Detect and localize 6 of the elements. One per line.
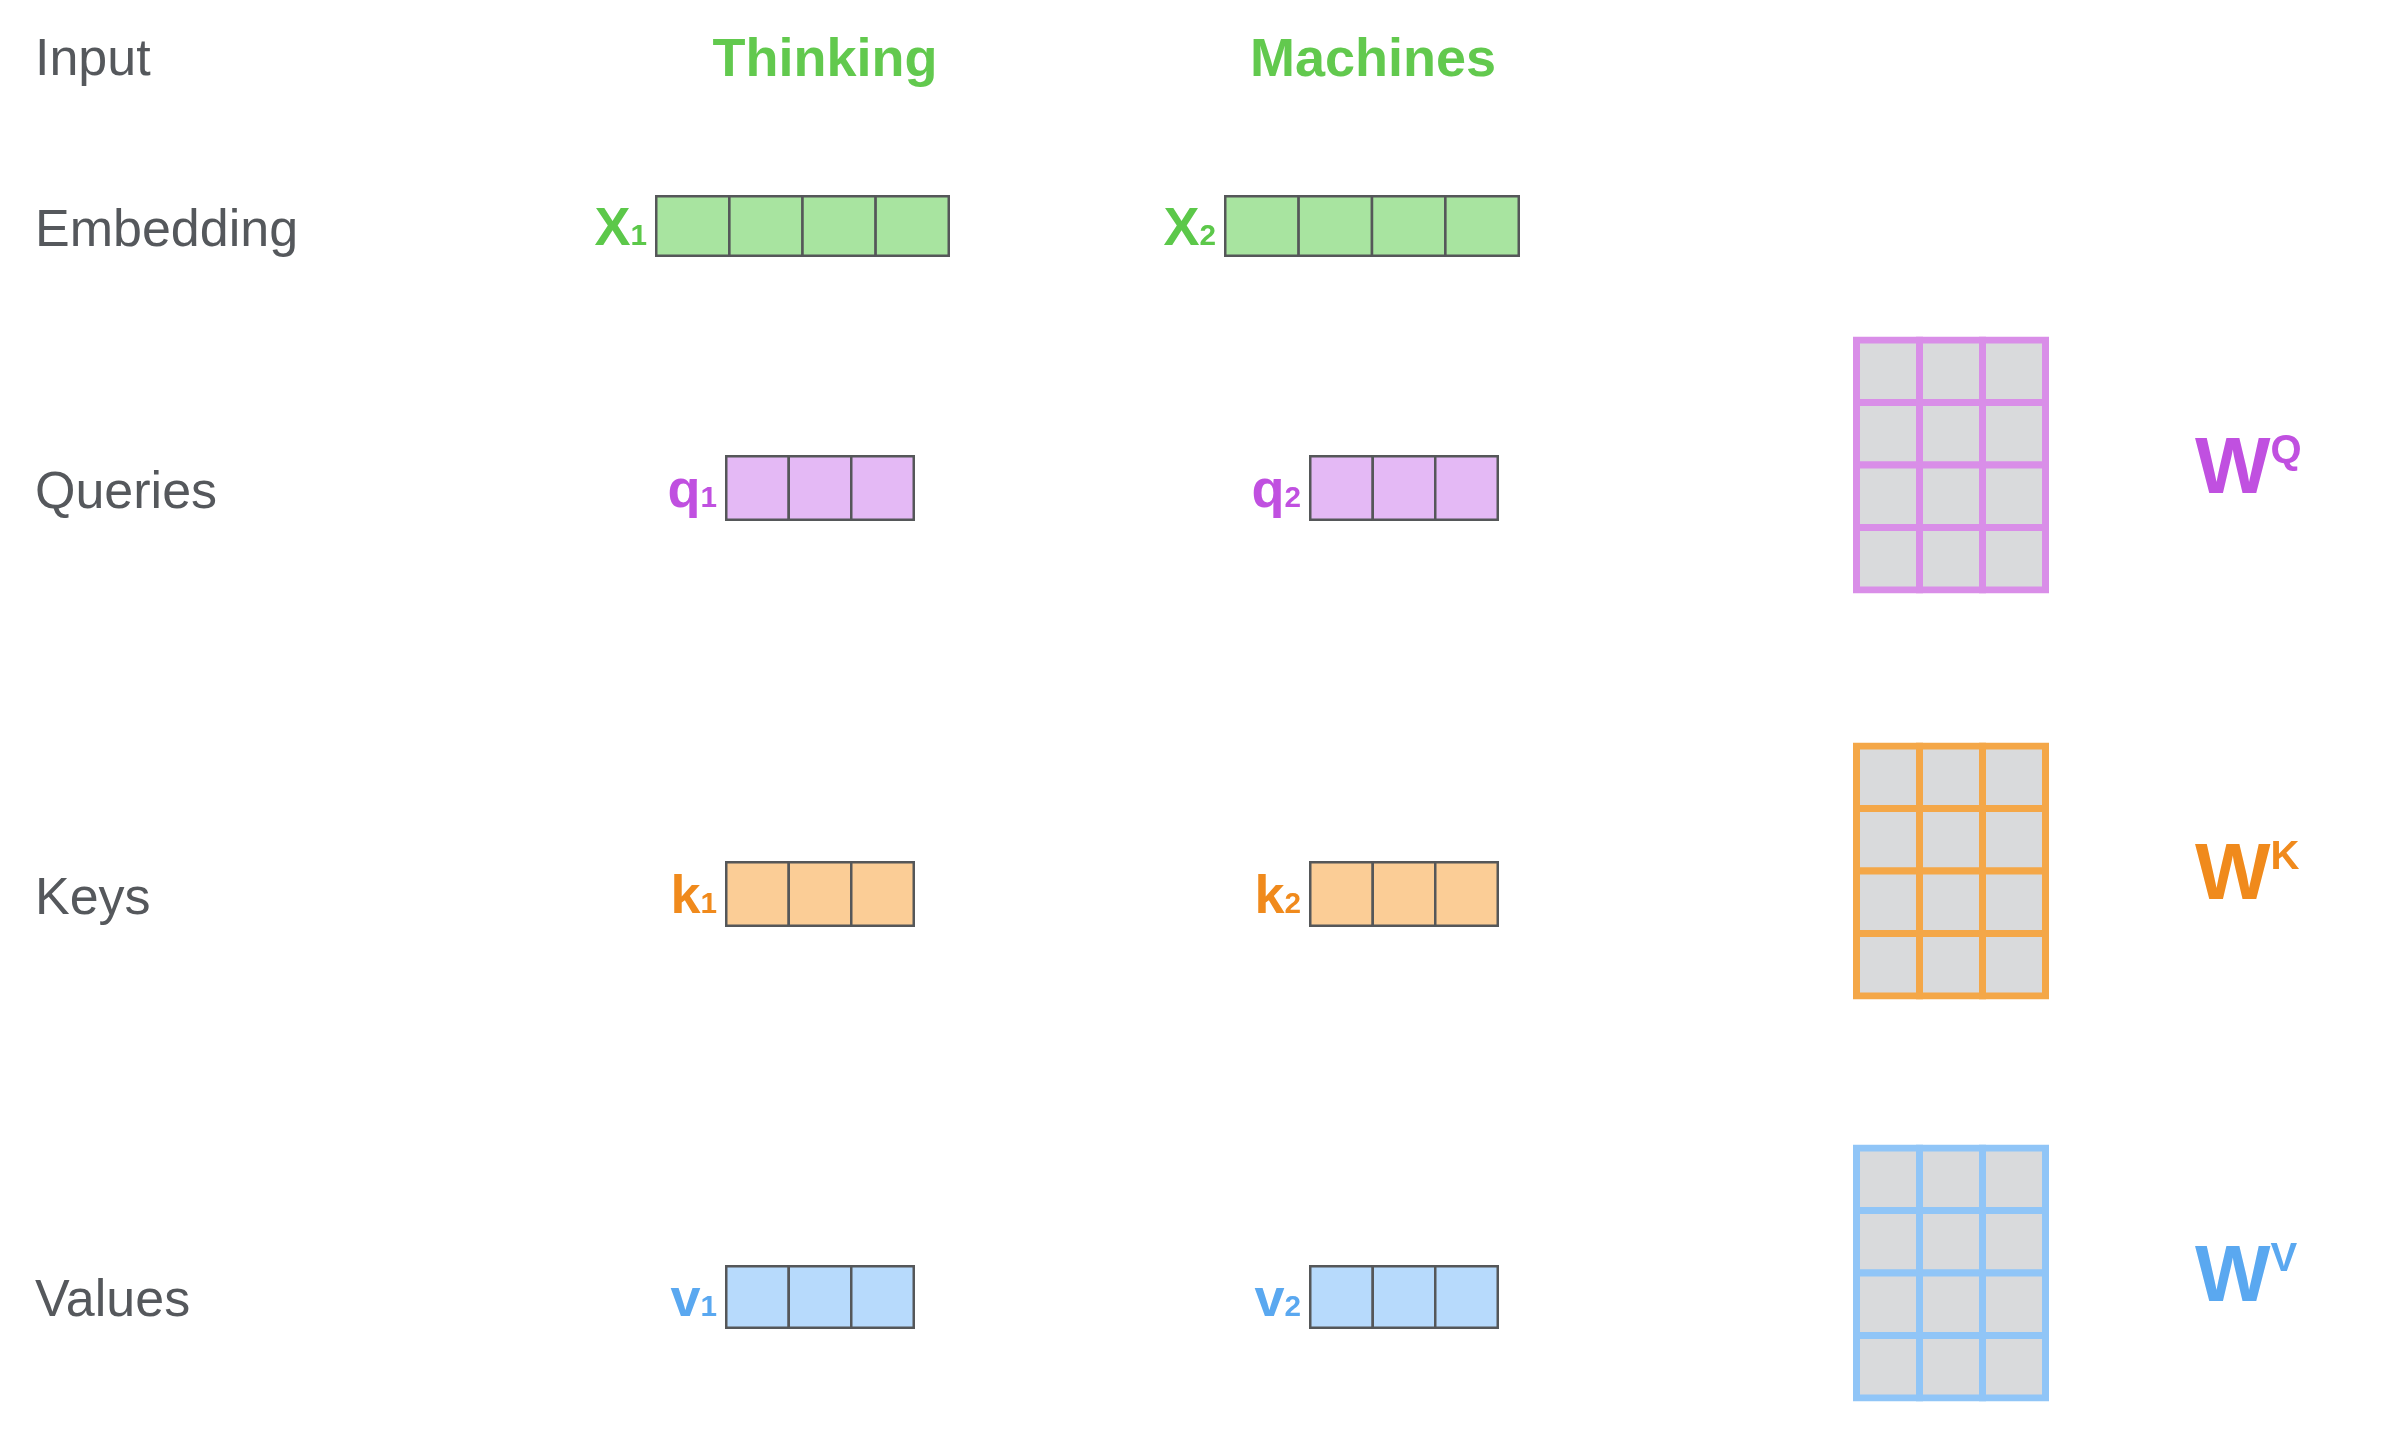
matrix-label: W$^{V}$ [2195,1233,2298,1313]
column-header: Machines [1249,30,1497,84]
matrix-label: W$^{Q}$ [2195,425,2302,505]
matrix-label: W$^{K}$ [2195,831,2300,911]
row-label: Values [35,1272,191,1324]
row-label: Queries [35,464,218,516]
